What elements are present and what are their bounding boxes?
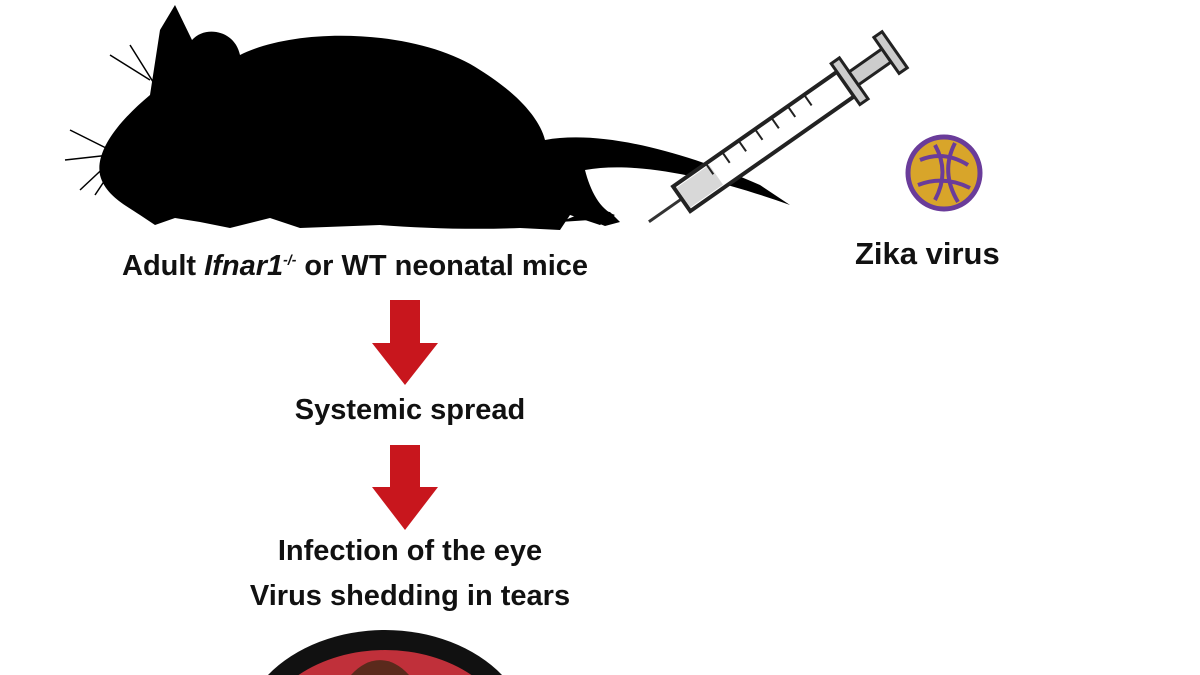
- whiskers: [64, 44, 156, 196]
- step-virus-shedding: Virus shedding in tears: [249, 580, 571, 612]
- arrow-down-2: [372, 445, 438, 530]
- mouse-label: Adult Ifnar1-/- or WT neonatal mice: [122, 250, 588, 283]
- mouse-label-gene: Ifnar1: [204, 250, 284, 282]
- mouse-label-suffix: or WT neonatal mice: [296, 250, 589, 282]
- step-systemic-spread: Systemic spread: [294, 394, 526, 426]
- virus-label: Zika virus: [855, 236, 1000, 271]
- arrow-down-1: [372, 300, 438, 385]
- mouse-label-prefix: Adult: [122, 250, 205, 282]
- mouse-silhouette: [99, 5, 790, 230]
- step-eye-infection: Infection of the eye: [277, 535, 543, 567]
- syringe-icon: [648, 29, 910, 224]
- zika-virus-icon: [905, 134, 983, 212]
- mouse-label-superscript: -/-: [283, 251, 297, 268]
- eye-illustration: [268, 629, 502, 675]
